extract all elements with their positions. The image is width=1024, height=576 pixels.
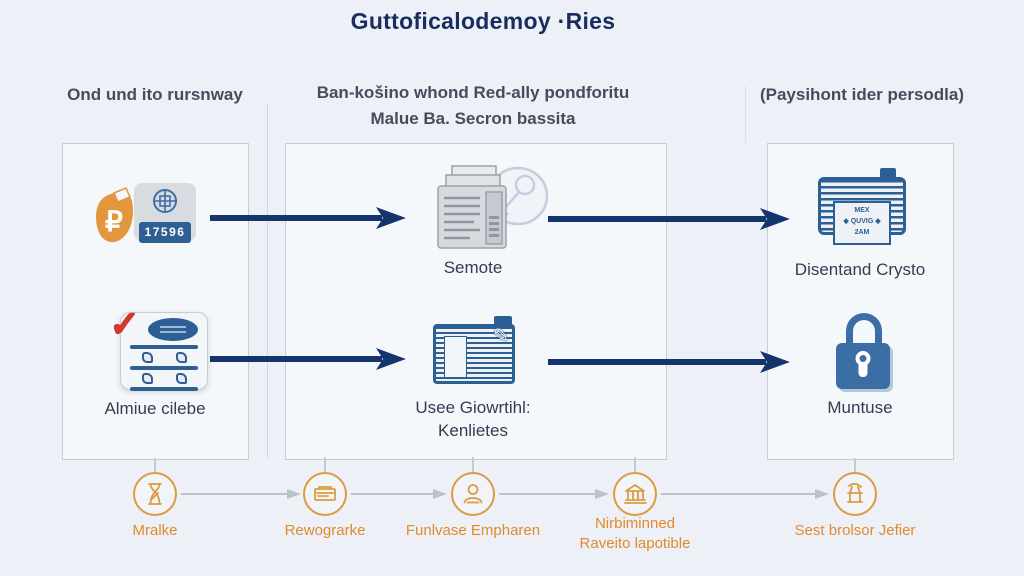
envelope-card-line: MEX [854,207,870,214]
flow-arrow-left-to-middle-bottom [210,348,406,370]
card-glyph-row [130,372,198,385]
step-label-5: Sest brolsor Jefier [794,522,916,539]
number-badge: 17596 [139,222,191,243]
envelope-icon: MEX ◆ QUVIG ◆ 2AM [818,168,906,248]
padlock-shackle [846,313,882,345]
step-circle-1 [133,472,177,516]
connector-line [634,457,636,472]
column-header-middle: Ban-košino whond Red-ally pondforitu Mal… [300,80,646,132]
documents-key-icon [430,158,550,263]
connector-line [154,458,156,472]
check-icon: ✓ [109,303,140,344]
bank-icon [624,484,647,504]
step-circle-2 [303,472,347,516]
card-glyph-row [130,351,198,364]
flow-arrow-middle-to-right-top [548,208,790,230]
step-label-2: Rewograrke [284,522,366,539]
middle-item2-label: Usee Giowrtihl: Kenlietes [300,396,646,442]
column-header-middle-line2: Malue Ba. Secron bassita [370,109,576,128]
middle-item2-label-line1: Usee Giowrtihl: [415,398,531,417]
connector-line [324,457,326,472]
step-label-4: Nirbiminned Raveito lapotible [579,515,691,552]
right-item1-label: Disentand Crysto [794,260,926,279]
step-label-1: Mralke [132,522,178,539]
desk-icon [847,482,863,503]
window-tab [494,316,512,324]
step-arrow-2-3 [351,489,447,499]
oval-badge [148,318,198,341]
person-icon [463,484,483,504]
step-arrow-1-2 [181,489,301,499]
step-circle-5 [833,472,877,516]
envelope-card: MEX ◆ QUVIG ◆ 2AM [833,201,891,245]
envelope-card-line: ◆ QUVIG ◆ [843,217,881,225]
middle-item1-label: Semote [443,258,503,277]
column-header-right: (Paysihont ider persodla) [759,85,965,104]
padlock-icon [836,313,892,389]
divider-line [745,86,746,143]
hourglass-icon [148,483,162,505]
window-body: ✎ [433,324,515,384]
card-bar [130,366,198,370]
connector-line [854,458,856,472]
step-arrow-4-5 [661,489,829,499]
browser-window-icon: ✎ [433,316,517,388]
card-bar [130,387,198,391]
step-label-3: Funlvase Empharen [405,522,541,539]
left-item2-label: Almiue cilebe [104,399,206,418]
column-header-left: Ond und ito rursnway [67,85,243,104]
card-bar [130,345,198,349]
envelope-card-line: 2AM [854,228,870,236]
step-arrow-3-4 [499,489,609,499]
page-title: Guttoficalodemoy ·Ries [350,8,616,34]
pencil-icon: ✎ [493,326,509,347]
step-circle-4 [613,472,657,516]
divider-line [267,103,268,458]
connector-line [472,457,474,472]
column-header-middle-line1: Ban-košino whond Red-ally pondforitu [316,83,630,102]
crypto-wallet-icon: ₽ [93,186,135,251]
flow-arrow-middle-to-right-bottom [548,351,790,373]
window-content-block [444,336,467,378]
flow-arrow-left-to-middle-top [210,207,406,229]
envelope-cap [880,168,896,178]
right-item2-label: Muntuse [827,398,893,417]
keyhole-stem [858,363,868,377]
verification-card: ✓ [109,303,208,391]
globe-icon [153,189,177,213]
sim-card: 17596 [134,183,196,243]
ruble-symbol: ₽ [105,206,123,237]
card-machine-icon [314,486,336,501]
padlock-body [836,343,890,389]
middle-item2-label-line2: Kenlietes [438,421,508,440]
step-circle-3 [451,472,495,516]
